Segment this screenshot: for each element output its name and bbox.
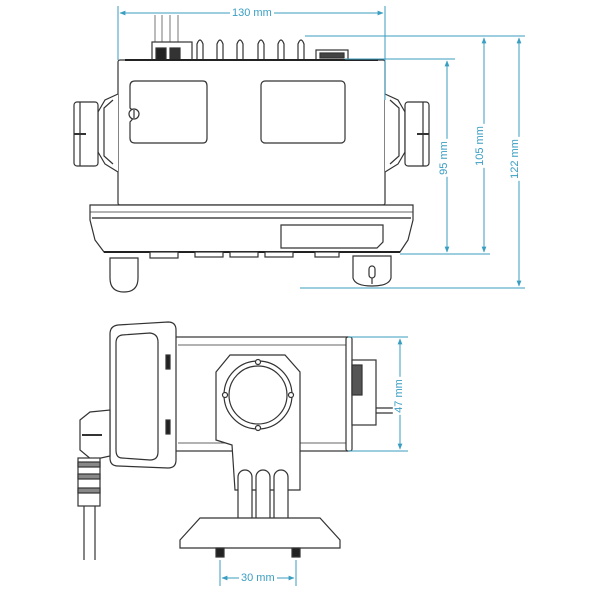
left-bracket-knob bbox=[73, 93, 119, 173]
front-view bbox=[73, 15, 430, 293]
bracket-base bbox=[179, 517, 341, 549]
left-label-plate bbox=[129, 80, 208, 144]
dimension-body-height-label: 95 mm bbox=[437, 139, 450, 177]
front-display-window bbox=[280, 224, 384, 249]
top-connectors bbox=[151, 15, 349, 61]
dimension-width-label: 130 mm bbox=[230, 7, 274, 19]
microphone-connector bbox=[109, 257, 139, 293]
right-label-plate bbox=[260, 80, 346, 144]
dimension-total-height-label: 122 mm bbox=[508, 137, 521, 181]
dimension-depth-label: 47 mm bbox=[392, 377, 405, 415]
dimension-height-with-connectors-label: 105 mm bbox=[473, 124, 486, 168]
side-view bbox=[77, 321, 398, 560]
dimension-bracket-spacing-label: 30 mm bbox=[239, 572, 277, 584]
right-bracket-knob bbox=[384, 93, 430, 173]
